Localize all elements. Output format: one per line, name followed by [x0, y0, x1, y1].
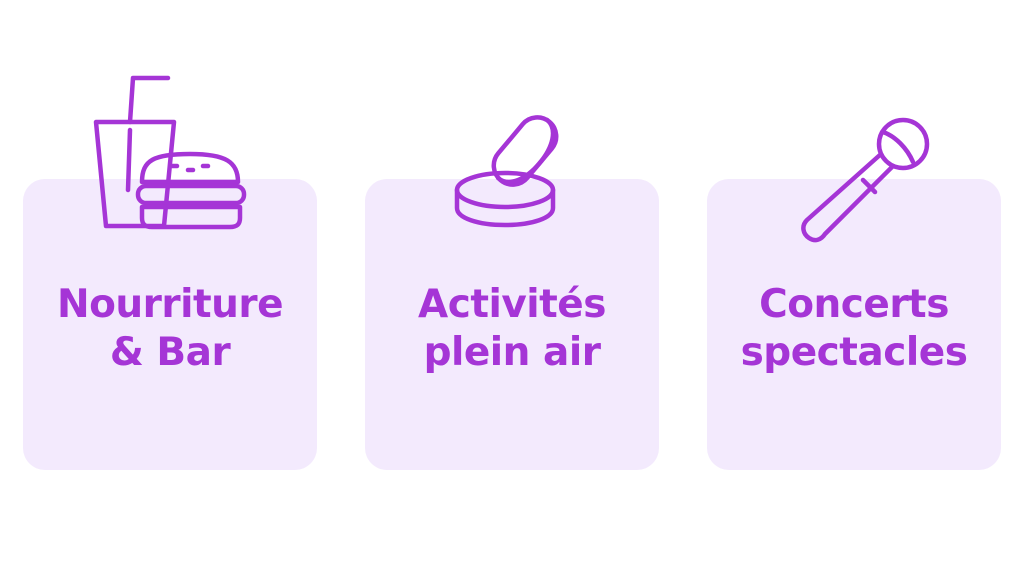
- card-title-food-bar: Nourriture & Bar: [23, 281, 317, 377]
- card-outdoor-activities[interactable]: Activités plein air: [365, 179, 659, 470]
- card-title-line: & Bar: [109, 330, 231, 375]
- card-concerts[interactable]: Concerts spectacles: [707, 179, 1001, 470]
- card-title-line: plein air: [423, 330, 601, 375]
- drink-and-burger-icon: [93, 75, 247, 230]
- card-title-outdoor-activities: Activités plein air: [365, 281, 659, 377]
- discs-icon: [454, 115, 559, 228]
- card-title-line: Concerts: [759, 282, 949, 327]
- microphone-icon: [801, 117, 930, 243]
- card-title-line: Activités: [418, 282, 606, 327]
- card-title-line: spectacles: [740, 330, 968, 375]
- card-title-line: Nourriture: [56, 282, 284, 327]
- card-title-concerts: Concerts spectacles: [707, 281, 1001, 377]
